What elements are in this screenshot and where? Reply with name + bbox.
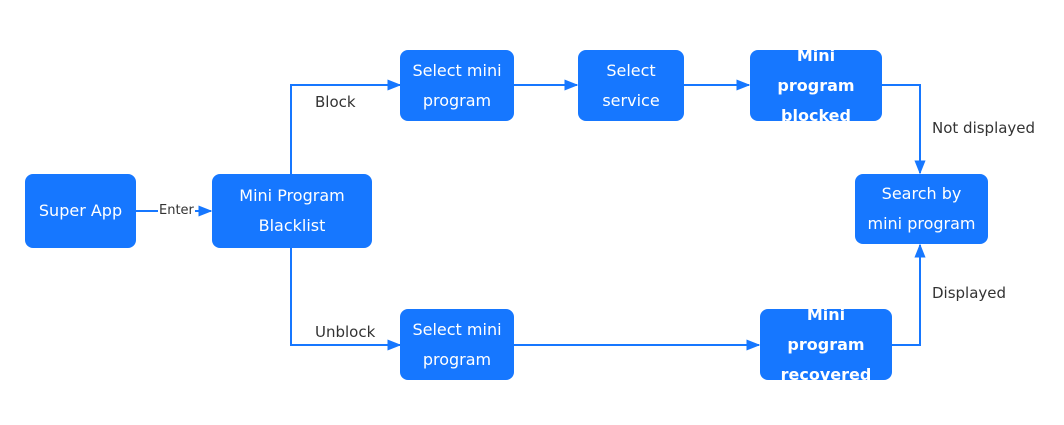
node-mini-program-blacklist[interactable]: Mini Program Blacklist: [212, 174, 372, 248]
edge-block: [290, 79, 402, 174]
edge-label-block: Block: [315, 93, 356, 111]
node-mini-program-blocked[interactable]: Mini program blocked: [750, 46, 882, 125]
edge-label-not-displayed: Not displayed: [932, 119, 1036, 137]
node-blacklist-label: Mini Program Blacklist: [239, 186, 345, 235]
node-super-app[interactable]: Super App: [25, 174, 136, 248]
node-mp-recovered-label: Mini program recovered: [780, 304, 872, 384]
node-search-by-mini-program[interactable]: Search by mini program: [855, 174, 988, 244]
node-search-label: Search by mini program: [867, 184, 976, 233]
node-select-mini-top-label: Select mini program: [412, 60, 502, 110]
edge-not-displayed: [882, 84, 926, 175]
node-select-service-label: Select service: [602, 60, 660, 110]
node-mini-program-recovered[interactable]: Mini program recovered: [760, 305, 892, 384]
edge-label-displayed: Displayed: [932, 284, 1007, 302]
node-select-mini-bottom-label: Select mini program: [412, 319, 502, 369]
edge-label-enter: Enter: [158, 203, 195, 218]
node-select-mini-program-bottom[interactable]: Select mini program: [400, 309, 514, 380]
edge-unblock: [290, 248, 402, 351]
edge-label-unblock: Unblock: [315, 323, 376, 341]
edge-displayed: [891, 243, 926, 346]
node-select-mini-program-top[interactable]: Select mini program: [400, 50, 514, 121]
node-mp-blocked-label: Mini program blocked: [777, 45, 855, 125]
node-super-app-label: Super App: [38, 201, 123, 220]
node-select-service[interactable]: Select service: [578, 50, 684, 121]
